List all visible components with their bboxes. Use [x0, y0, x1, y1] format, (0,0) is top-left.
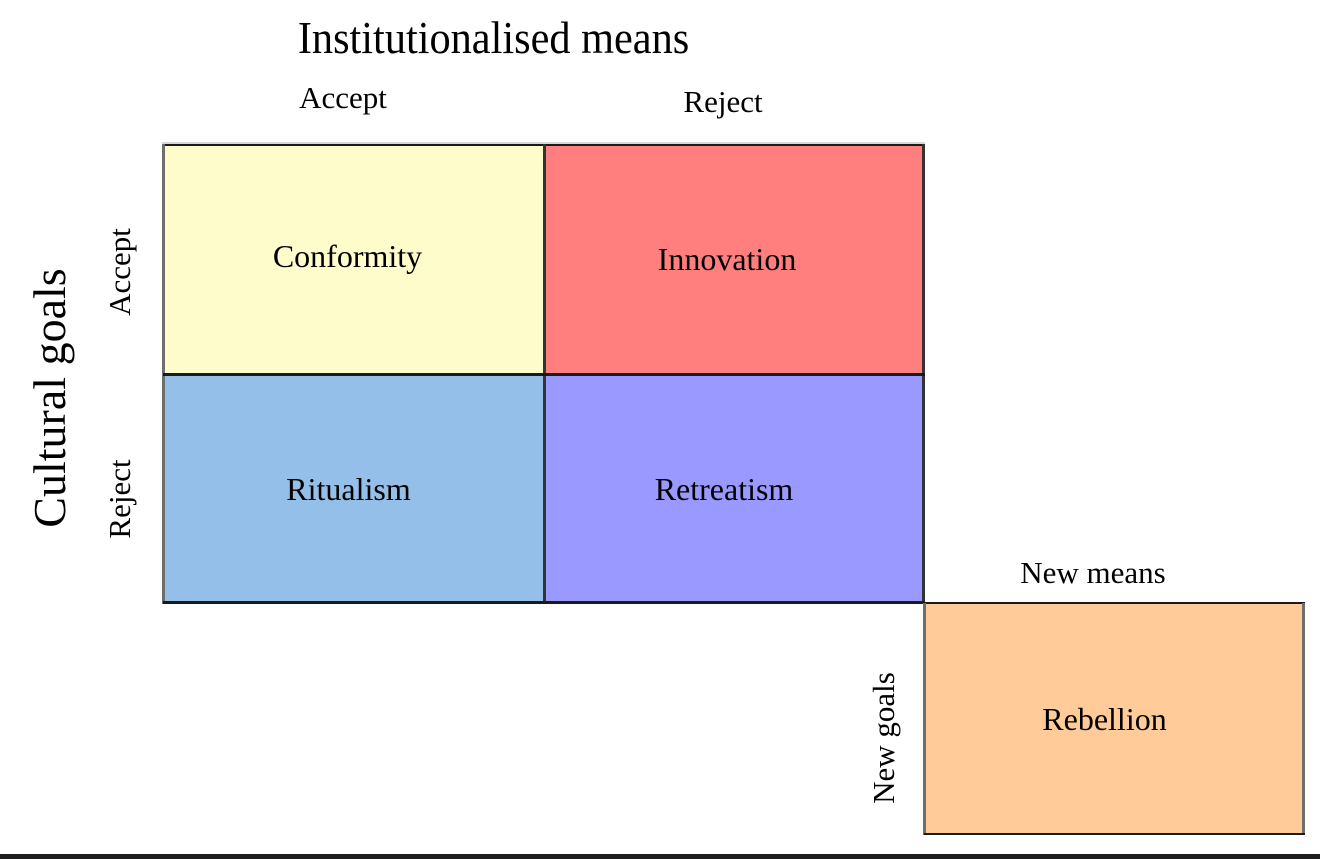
grid-divider-horizontal	[163, 373, 925, 376]
cell-conformity: Conformity	[163, 144, 544, 375]
grid-top-shadow	[162, 142, 925, 145]
cell-label-innovation: Innovation	[657, 241, 797, 277]
diagram-title: Institutionalised means	[297, 12, 690, 63]
cell-innovation: Innovation	[544, 144, 924, 375]
y-axis-title: Cultural goals	[24, 268, 75, 528]
cell-label-retreatism: Retreatism	[654, 470, 794, 507]
row-label-accept: Accept	[102, 228, 137, 316]
rebellion-border-left	[923, 603, 926, 835]
rebellion-border-right	[1302, 603, 1305, 835]
cell-label-conformity: Conformity	[272, 238, 423, 274]
column-label-accept: Accept	[299, 80, 387, 115]
row-label-new-goals: New goals	[866, 672, 901, 804]
rebellion-border-bottom	[924, 833, 1305, 835]
column-label-reject: Reject	[683, 84, 763, 119]
grid-border-bottom	[163, 601, 925, 604]
row-label-reject: Reject	[102, 459, 137, 539]
column-label-new-means: New means	[1020, 555, 1166, 590]
cell-label-ritualism: Ritualism	[286, 470, 411, 507]
rebellion-border-top	[924, 602, 1305, 604]
cell-ritualism: Ritualism	[163, 375, 544, 603]
cell-label-rebellion: Rebellion	[1042, 700, 1167, 737]
cell-retreatism: Retreatism	[544, 375, 924, 603]
bottom-band	[0, 854, 1320, 859]
cell-rebellion: Rebellion	[924, 603, 1305, 835]
